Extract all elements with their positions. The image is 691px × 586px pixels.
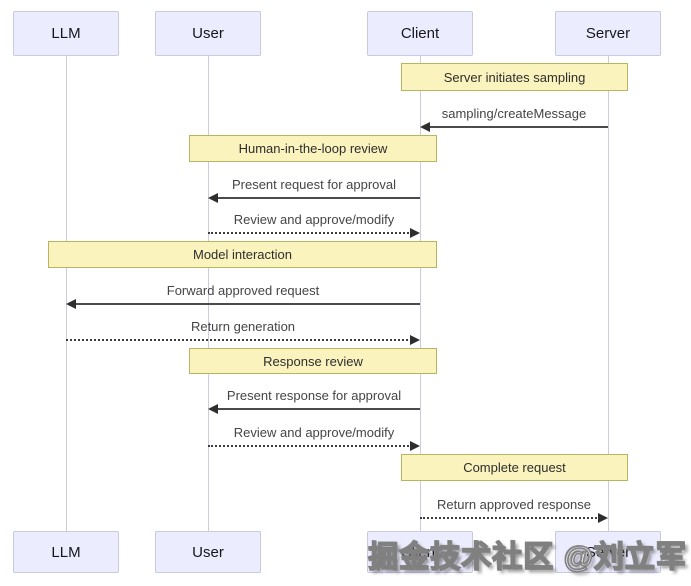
message-line-3	[208, 232, 412, 234]
lifeline-server	[607, 56, 609, 531]
actor-server-top: Server	[555, 11, 661, 56]
actor-server-bottom: Server	[555, 531, 661, 573]
message-line-2	[216, 197, 420, 199]
lifeline-user	[207, 56, 209, 531]
message-line-4	[74, 303, 420, 305]
watermark: 掘金技术社区 @刘立军	[368, 540, 687, 575]
actor-user-top: User	[155, 11, 261, 56]
message-label-7: Review and approve/modify	[233, 425, 395, 440]
arrowhead-6	[208, 404, 218, 414]
actor-user-bottom: User	[155, 531, 261, 573]
message-label-6: Present response for approval	[226, 388, 402, 403]
note-4: Response review	[189, 348, 437, 374]
message-label-3: Review and approve/modify	[233, 212, 395, 227]
actor-client-bottom: Client	[367, 531, 473, 573]
arrowhead-4	[66, 299, 76, 309]
actor-llm-bottom: LLM	[13, 531, 119, 573]
note-2: Human-in-the-loop review	[189, 135, 437, 162]
lifeline-client	[419, 56, 421, 531]
arrowhead-5	[410, 335, 420, 345]
note-5: Complete request	[401, 454, 628, 481]
message-label-8: Return approved response	[437, 497, 591, 512]
message-line-8	[420, 517, 600, 519]
arrowhead-7	[410, 441, 420, 451]
message-line-1	[428, 126, 608, 128]
message-label-4: Forward approved request	[166, 283, 320, 298]
actor-llm-top: LLM	[13, 11, 119, 56]
note-3: Model interaction	[48, 241, 437, 268]
message-label-1: sampling/createMessage	[441, 106, 587, 121]
message-label-5: Return generation	[190, 319, 296, 334]
arrowhead-1	[420, 122, 430, 132]
actor-client-top: Client	[367, 11, 473, 56]
arrowhead-8	[598, 513, 608, 523]
note-1: Server initiates sampling	[401, 63, 628, 91]
message-label-2: Present request for approval	[231, 177, 397, 192]
lifeline-llm	[65, 56, 67, 531]
message-line-7	[208, 445, 412, 447]
message-line-5	[66, 339, 412, 341]
arrowhead-3	[410, 228, 420, 238]
message-line-6	[216, 408, 420, 410]
arrowhead-2	[208, 193, 218, 203]
